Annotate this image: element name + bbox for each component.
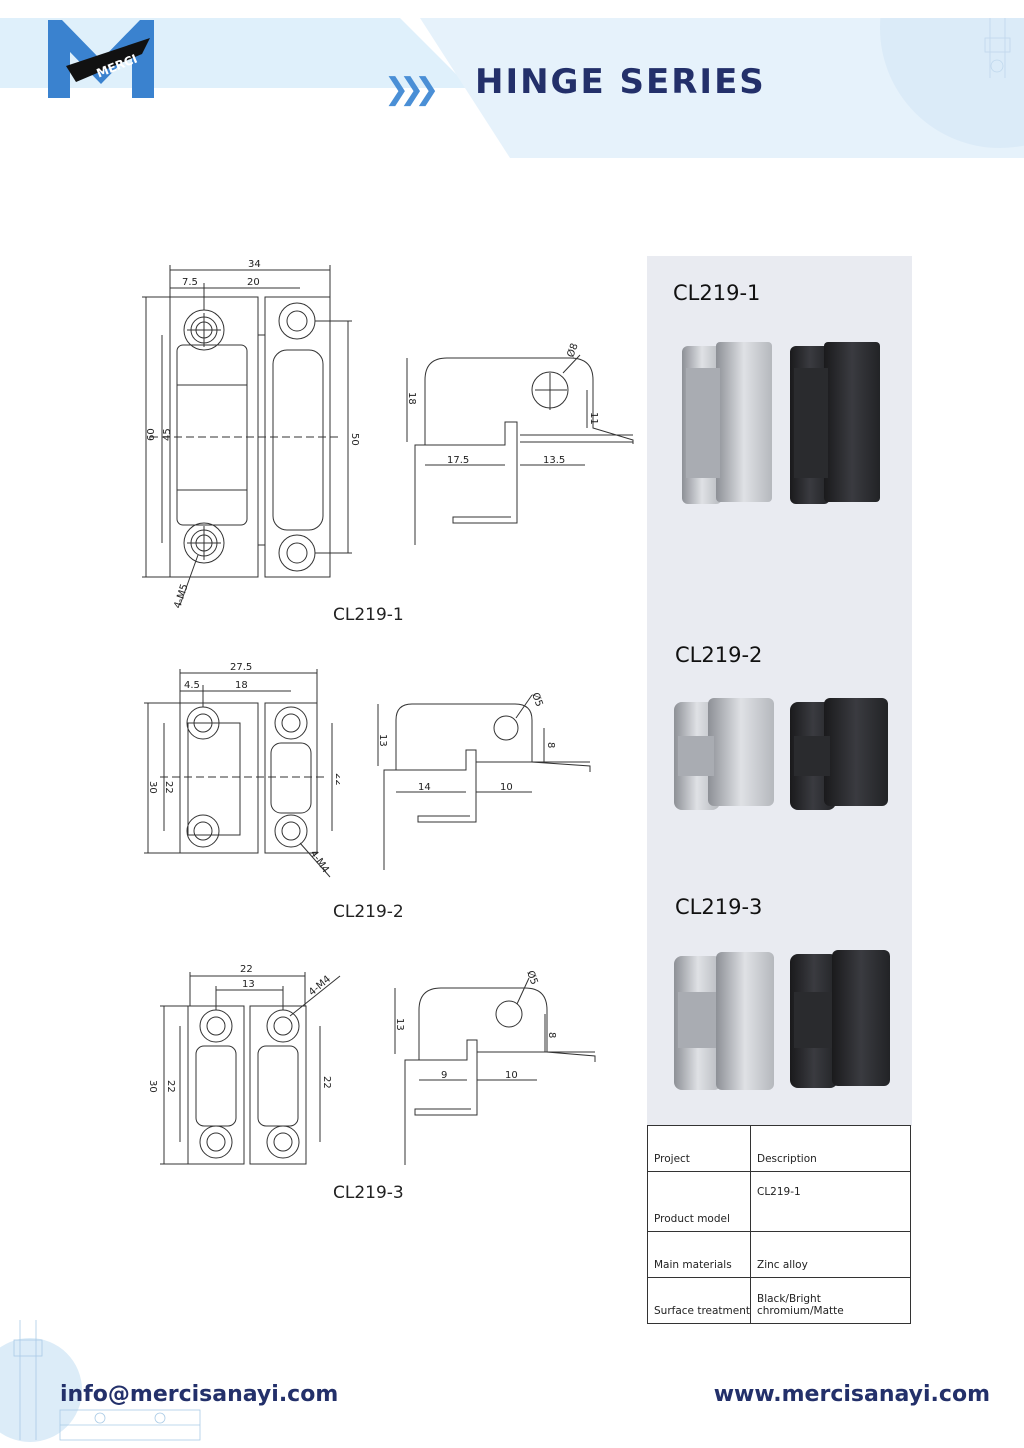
dim-label: 22 — [321, 1076, 332, 1089]
table-cell: Project — [647, 1125, 751, 1172]
product-title: CL219-1 — [673, 281, 761, 305]
product-title: CL219-2 — [675, 643, 763, 667]
header-band — [0, 18, 1024, 158]
dim-label: 30 — [147, 781, 158, 794]
product-title: CL219-3 — [675, 895, 763, 919]
dim-label: 45 — [162, 428, 173, 441]
dim-label: 20 — [247, 277, 260, 288]
table-row: Main materials Zinc alloy — [647, 1231, 911, 1278]
table-cell: Zinc alloy — [750, 1231, 911, 1278]
drawing-caption: CL219-3 — [333, 1183, 404, 1203]
dim-label: 18 — [406, 392, 417, 405]
chevron-arrows-icon: ❯❯❯ — [384, 72, 440, 107]
table-row: Product model CL219-1 — [647, 1171, 911, 1232]
table-cell: Black/Bright chromium/Matte — [750, 1277, 911, 1324]
dim-label: 18 — [235, 680, 248, 691]
drawing-cl219-2-side: Ø5 13 8 14 10 — [377, 691, 591, 870]
dim-label: 13.5 — [543, 455, 565, 466]
drawing-cl219-3-side: Ø5 13 8 9 10 — [394, 970, 596, 1165]
drawing-cl219-2-front: 27.5 4.5 18 30 22 22 4-M4 — [144, 662, 340, 878]
dim-label: Ø8 — [565, 342, 581, 359]
dim-label: 7.5 — [182, 277, 198, 288]
dim-label: 34 — [248, 259, 261, 270]
product-photo-cl219-2 — [674, 698, 888, 810]
dim-label: 4-M5 — [172, 583, 190, 610]
dim-label: 22 — [240, 964, 253, 975]
dim-label: 30 — [147, 1080, 158, 1093]
dim-label: 27.5 — [230, 662, 252, 673]
dim-label: 9 — [441, 1070, 447, 1081]
dim-label: 13 — [242, 979, 255, 990]
drawing-cl219-1-front: 34 7.5 20 60 45 50 4-M5 — [142, 259, 360, 610]
dim-label: 4.5 — [184, 680, 200, 691]
dim-label: 4-M4 — [307, 974, 333, 998]
product-photo-cl219-1 — [682, 342, 880, 504]
dim-label: 22 — [163, 781, 174, 794]
dim-label: 10 — [500, 782, 513, 793]
table-row: Project Description — [647, 1125, 911, 1172]
table-cell: Product model — [647, 1171, 751, 1232]
footer-website-link[interactable]: www.mercisanayi.com — [713, 1382, 990, 1407]
dim-label: 22 — [333, 773, 340, 786]
drawing-cl219-3-front: 22 13 4-M4 30 22 22 — [147, 964, 341, 1165]
footer-email-link[interactable]: info@mercisanayi.com — [60, 1382, 339, 1407]
dim-label: 60 — [146, 428, 157, 441]
page-title: HINGE SERIES — [475, 62, 766, 102]
dim-label: 13 — [394, 1018, 405, 1031]
dim-label: Ø5 — [524, 970, 540, 986]
table-cell: Surface treatment — [647, 1277, 751, 1324]
dim-label: 50 — [349, 433, 360, 446]
dim-label: 22 — [165, 1080, 176, 1093]
dim-label: 8 — [546, 1032, 557, 1038]
drawing-caption: CL219-1 — [333, 605, 404, 625]
spec-table: Project Description Product model CL219-… — [647, 1125, 911, 1324]
product-photo-cl219-3 — [674, 950, 890, 1090]
table-cell: Main materials — [647, 1231, 751, 1278]
dim-label: 14 — [418, 782, 431, 793]
footer-decoration — [0, 1320, 201, 1442]
dim-label: 8 — [545, 742, 556, 748]
dim-label: 17.5 — [447, 455, 469, 466]
merci-logo: MERCI — [48, 20, 154, 98]
dim-label: Ø5 — [529, 691, 545, 708]
dim-label: 13 — [377, 734, 388, 747]
drawing-cl219-1-side: Ø8 18 11 17.5 13.5 — [406, 342, 634, 545]
table-row: Surface treatment Black/Bright chromium/… — [647, 1277, 911, 1324]
dim-label: 4-M4 — [308, 848, 331, 875]
table-cell: CL219-1 — [750, 1171, 911, 1232]
dim-label: 11 — [588, 412, 599, 425]
drawing-caption: CL219-2 — [333, 902, 404, 922]
dim-label: 10 — [505, 1070, 518, 1081]
table-cell: Description — [750, 1125, 911, 1172]
